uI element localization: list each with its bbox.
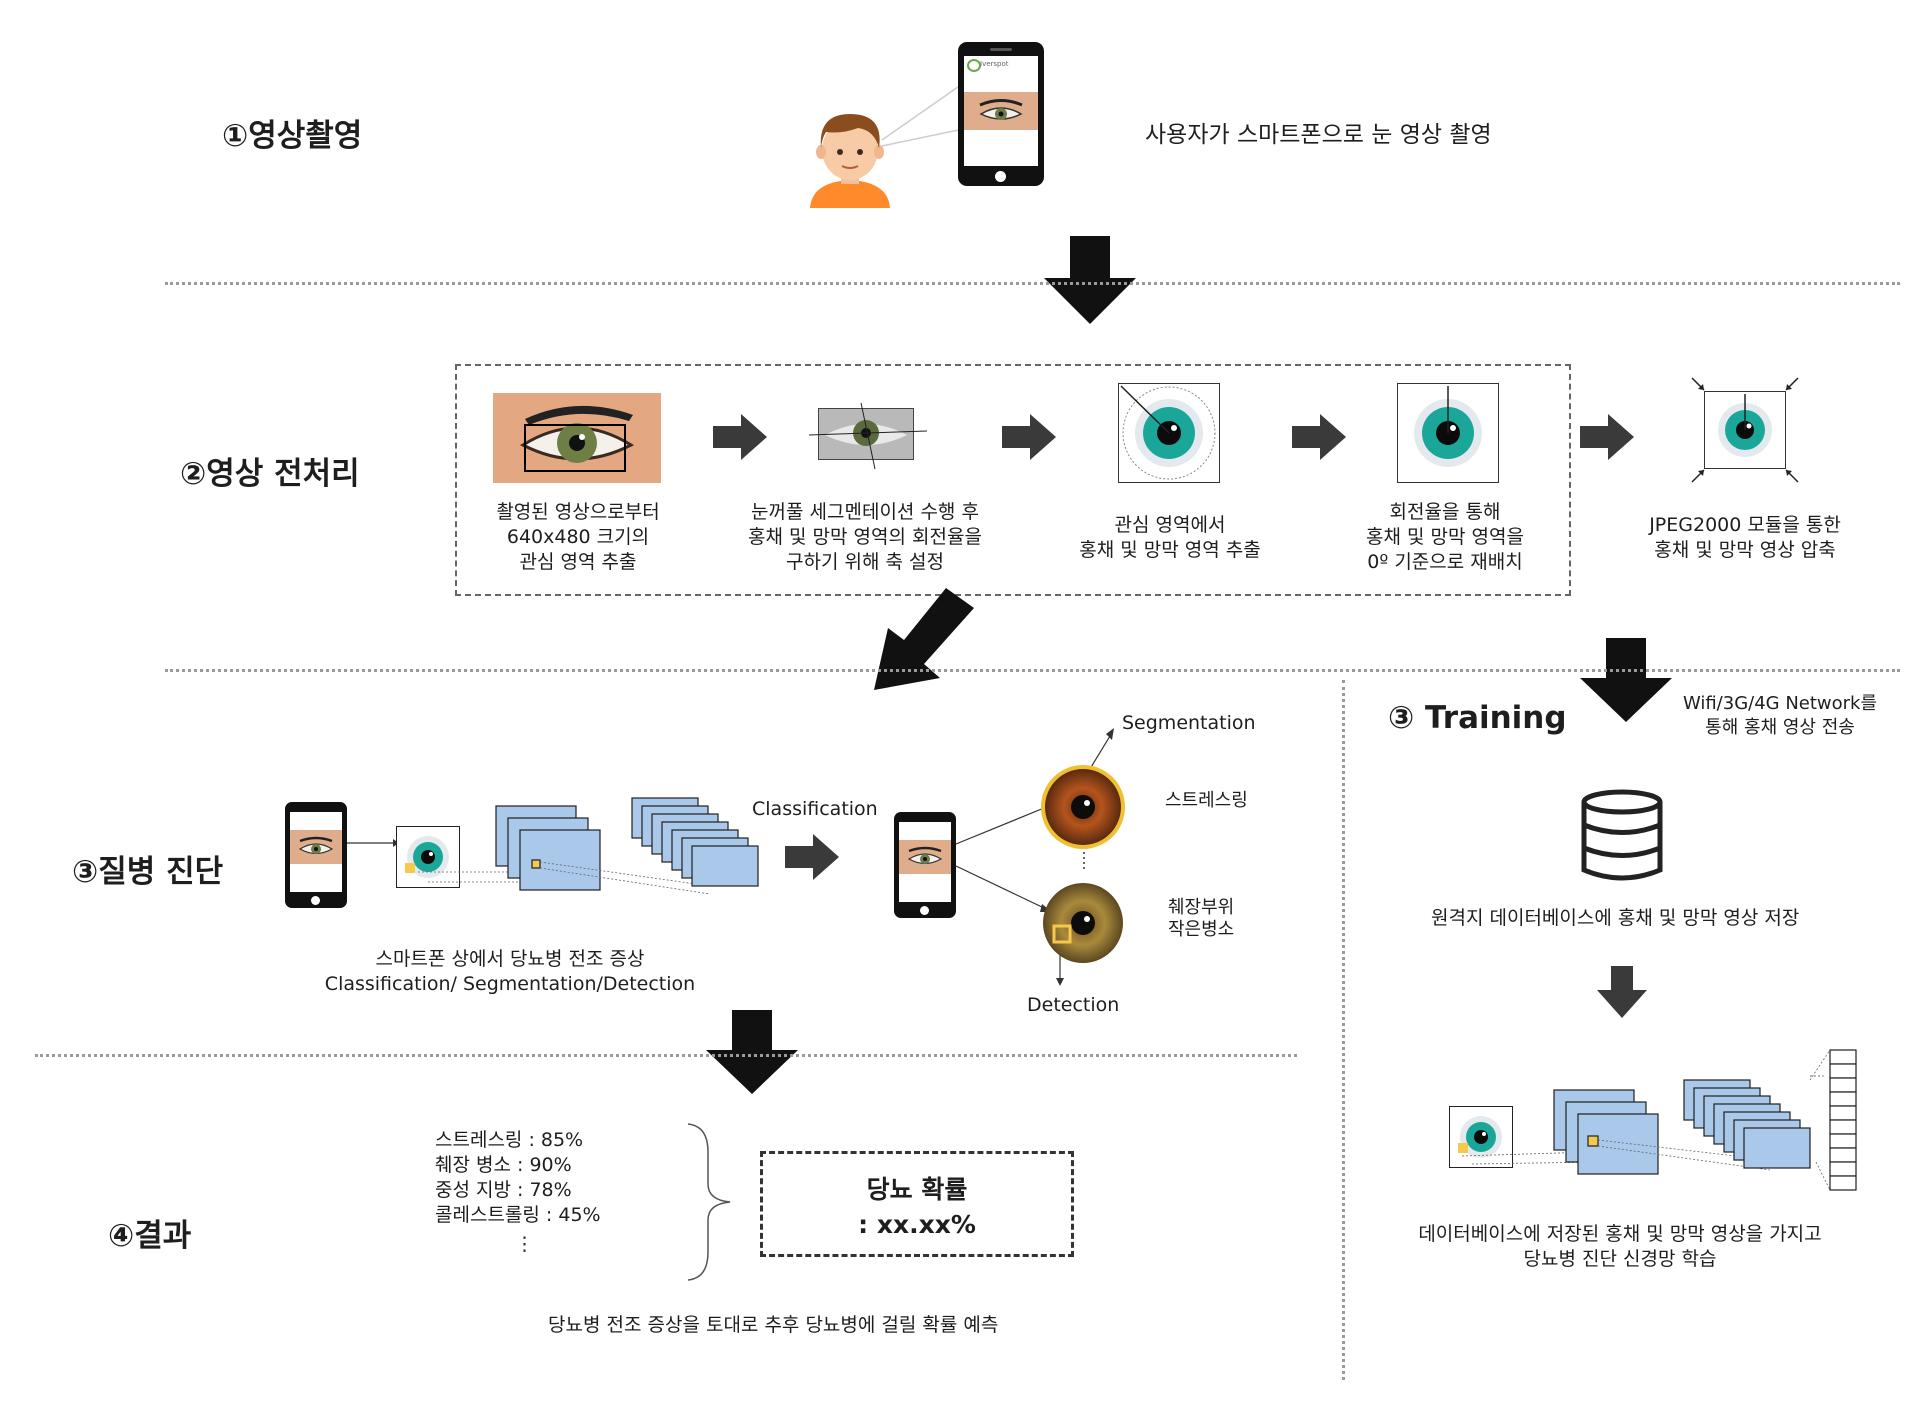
sight-lines — [881, 79, 969, 147]
vertical-separator — [1342, 680, 1345, 1380]
training-caption: 데이터베이스에 저장된 홍채 및 망막 영상을 가지고 당뇨병 진단 신경망 학… — [1418, 1223, 1822, 1270]
down-left-arrow-icon — [874, 588, 974, 690]
section3-caption: 스마트폰 상에서 당뇨병 전조 증상 Classification/ Segme… — [324, 948, 696, 995]
result-title: 당뇨 확률 — [866, 1175, 968, 1204]
cnn-diagnosis-layers — [418, 797, 759, 895]
step1-eye-image — [493, 393, 661, 483]
person-avatar-icon — [810, 114, 890, 208]
brace-icon — [687, 1123, 731, 1281]
step1-caption: 촬영된 영상으로부터 640x480 크기의 관심 영역 추출 — [496, 501, 660, 573]
step4-caption: 회전율을 통해 홍채 및 망막 영역을 0º 기준으로 재배치 — [1366, 501, 1524, 573]
preprocess-box — [455, 364, 1571, 596]
output-vector-cell — [1829, 1119, 1857, 1135]
right-arrow-icon — [1002, 414, 1056, 460]
step4-iris-realign-image — [1397, 383, 1499, 483]
stat-cholesterol: 콜레스트롤링 : 45% — [435, 1204, 601, 1226]
section1-title: ①영상촬영 — [222, 118, 363, 154]
step3-caption: 관심 영역에서 홍채 및 망막 영역 추출 — [1079, 514, 1261, 561]
separator-2 — [165, 669, 1900, 672]
stats-list: 스트레스링 : 85% 췌장 병소 : 90% 중성 지방 : 78% 콜레스트… — [435, 1128, 601, 1257]
cnn-connector — [1471, 1161, 1601, 1165]
section4-caption: 당뇨병 전조 증상을 토대로 추후 당뇨병에 걸릴 확률 예측 — [548, 1314, 999, 1336]
result-box: 당뇨 확률 : xx.xx% — [760, 1151, 1074, 1257]
step2-caption: 눈꺼풀 세그멘테이션 수행 후 홍채 및 망막 영역의 회전율을 구하기 위해 … — [748, 501, 982, 573]
section4-title: ④결과 — [108, 1218, 192, 1254]
cnn-connector — [539, 867, 711, 895]
cnn-connector — [539, 861, 711, 887]
cnn-connector — [1461, 1151, 1591, 1157]
cnn-connector — [1597, 1145, 1771, 1171]
stat-pancreas: 췌장 병소 : 90% — [435, 1154, 572, 1176]
separator-1 — [165, 282, 1900, 285]
output-vector-cell — [1829, 1063, 1857, 1079]
app-logo-text: Iverspot — [980, 60, 1009, 68]
right-arrow-icon — [1292, 414, 1346, 460]
training-title: ③ Training — [1388, 700, 1567, 736]
training-input-iris — [1449, 1106, 1513, 1168]
down-arrow-icon — [1044, 236, 1136, 324]
db-caption: 원격지 데이터베이스에 홍채 및 망막 영상 저장 — [1431, 907, 1800, 929]
connector-arrow — [347, 839, 399, 847]
database-icon — [1581, 789, 1663, 881]
stat-triglyceride: 중성 지방 : 78% — [435, 1179, 572, 1201]
output-vector-cell — [1829, 1077, 1857, 1093]
output-vector-cell — [1829, 1133, 1857, 1149]
classification-label: Classification — [752, 798, 878, 820]
right-arrow-icon — [785, 834, 839, 880]
down-arrow-icon — [706, 1010, 798, 1094]
output-vector-cell — [1829, 1147, 1857, 1163]
down-arrow-icon — [1597, 966, 1647, 1018]
app-logo-icon — [967, 59, 981, 72]
step2-eye-axes-image — [808, 402, 928, 470]
down-arrow-icon — [1580, 638, 1672, 722]
phone-capture: Iverspot — [958, 42, 1044, 186]
cnn-connector — [1815, 1161, 1831, 1191]
section1-caption: 사용자가 스마트폰으로 눈 영상 촬영 — [1145, 122, 1492, 148]
step5-iris-compress-image — [1704, 391, 1786, 469]
phone-eye-image — [964, 92, 1038, 130]
stat-stress-ring: 스트레스링 : 85% — [435, 1129, 584, 1151]
cnn-input-iris — [396, 826, 460, 888]
network-caption: Wifi/3G/4G Network를 통해 홍채 영상 전송 — [1682, 693, 1878, 738]
step5-caption: JPEG2000 모듈을 통한 홍채 및 망막 영상 압축 — [1649, 514, 1841, 561]
stress-ring-label: 스트레스링 — [1165, 790, 1248, 811]
segmentation-label: Segmentation — [1122, 712, 1256, 734]
phone-result — [894, 812, 956, 918]
section3-title: ③질병 진단 — [72, 854, 224, 890]
step3-iris-extract-image — [1118, 383, 1220, 483]
detection-iris-image — [1043, 883, 1123, 963]
output-vector-cell — [1829, 1105, 1857, 1121]
pancreas-lesion-label: 췌장부위 작은병소 — [1168, 897, 1235, 940]
section2-title: ②영상 전처리 — [180, 456, 360, 492]
cnn-training-layers — [1461, 1049, 1857, 1191]
compress-arrows-icon — [1691, 377, 1799, 483]
stats-ellipsis: ⋮ — [515, 1233, 534, 1255]
detection-label: Detection — [1027, 994, 1120, 1016]
separator-3 — [35, 1054, 1297, 1057]
output-vector-cell — [1829, 1049, 1857, 1065]
right-arrow-icon — [713, 414, 767, 460]
cnn-layer — [691, 845, 759, 887]
right-arrow-icon — [1580, 414, 1634, 460]
segmentation-iris-image — [1041, 765, 1125, 849]
cnn-feature-highlight — [1587, 1135, 1599, 1147]
output-vector-cell — [1829, 1175, 1857, 1191]
output-vector-cell — [1829, 1161, 1857, 1177]
result-value: : xx.xx% — [858, 1210, 976, 1239]
cnn-layer — [1743, 1127, 1811, 1169]
cnn-connector — [1809, 1049, 1831, 1081]
cnn-feature-highlight — [531, 859, 541, 869]
output-vector-cell — [1829, 1091, 1857, 1107]
phone-diagnosis — [285, 802, 347, 908]
